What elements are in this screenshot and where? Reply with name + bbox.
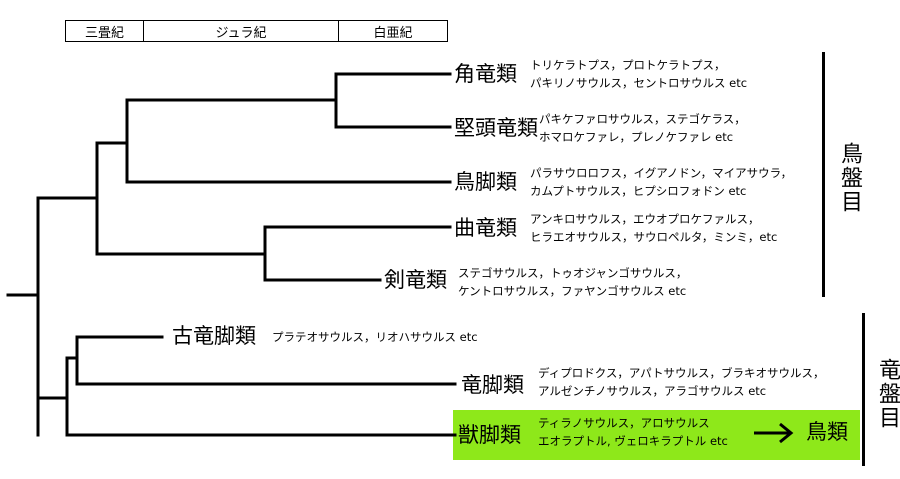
member-line: パラサウロロフス，イグアノドン，マイアサウラ， [530, 166, 793, 180]
member-line: ケントロサウルス，ファヤンゴサウルス etc [458, 284, 687, 298]
members-pachycephalosauria: パキケファロサウルス，ステゴケラス， ホマロケファレ，プレノケファレ etc [539, 110, 746, 146]
taxon-ankylosauria: 曲竜類 [454, 216, 517, 240]
members-ceratopsia: トリケラトプス，プロトケラトプス， パキリノサウルス，セントロサウルス etc [530, 56, 747, 92]
order-saurischia: 竜盤目 [875, 358, 900, 430]
members-ankylosauria: アンキロサウルス，エウオプロケファルス， ヒラエオサウルス，サウロペルタ，ミンミ… [530, 210, 777, 246]
member-line: トリケラトプス，プロトケラトプス， [530, 58, 726, 72]
member-line: ティラノサウルス，アロサウルス [538, 416, 710, 430]
member-line: アルゼンチノサウルス，アラゴサウルス etc [538, 384, 767, 398]
geologic-period-bar: 三畳紀 ジュラ紀 白亜紀 [65, 20, 448, 42]
taxon-ceratopsia: 角竜類 [454, 62, 517, 86]
member-line: アンキロサウルス，エウオプロケファルス， [530, 212, 760, 226]
period-cretaceous: 白亜紀 [338, 21, 447, 41]
member-line: ステゴサウルス，トゥオジャンゴサウルス， [458, 266, 688, 280]
members-ornithopoda: パラサウロロフス，イグアノドン，マイアサウラ， カムプトサウルス，ヒプシロフォド… [530, 164, 792, 200]
member-line: パキリノサウルス，セントロサウルス etc [530, 76, 748, 90]
taxon-sauropoda: 竜脚類 [461, 373, 524, 397]
member-line: カムプトサウルス，ヒプシロフォドン etc [530, 184, 747, 198]
members-theropoda: ティラノサウルス，アロサウルス エオラプトル, ヴェロキラプトル etc [538, 414, 728, 450]
taxon-ornithopoda: 鳥脚類 [454, 170, 517, 194]
member-line: プラテオサウルス，リオハサウルス etc [272, 330, 478, 344]
members-sauropoda: ディプロドクス，アパトサウルス，ブラキオサウルス， アルゼンチノサウルス，アラゴ… [538, 364, 824, 400]
member-line: ホマロケファレ，プレノケファレ etc [539, 130, 734, 144]
taxon-stegosauria: 剣竜類 [384, 268, 447, 292]
period-triassic: 三畳紀 [84, 25, 124, 41]
taxon-pachycephalosauria: 堅頭竜類 [454, 116, 538, 140]
right-arrow-icon [754, 422, 794, 444]
member-line: エオラプトル, ヴェロキラプトル etc [538, 434, 728, 448]
members-stegosauria: ステゴサウルス，トゥオジャンゴサウルス， ケントロサウルス，ファヤンゴサウルス … [458, 264, 687, 300]
member-line: ディプロドクス，アパトサウルス，ブラキオサウルス， [538, 366, 825, 380]
taxon-theropoda: 獣脚類 [458, 423, 521, 447]
period-jurassic: ジュラ紀 [143, 21, 338, 41]
members-prosauropoda: プラテオサウルス，リオハサウルス etc [272, 328, 478, 346]
member-line: パキケファロサウルス，ステゴケラス， [539, 112, 746, 126]
theropoda-highlight [453, 410, 860, 460]
taxon-prosauropoda: 古竜脚類 [172, 324, 256, 348]
order-ornithischia: 鳥盤目 [837, 142, 862, 214]
ornithischia-bracket [822, 52, 825, 297]
descendant-birds: 鳥類 [806, 420, 848, 444]
saurischia-bracket [862, 313, 865, 466]
member-line: ヒラエオサウルス，サウロペルタ，ミンミ，etc [530, 230, 778, 244]
